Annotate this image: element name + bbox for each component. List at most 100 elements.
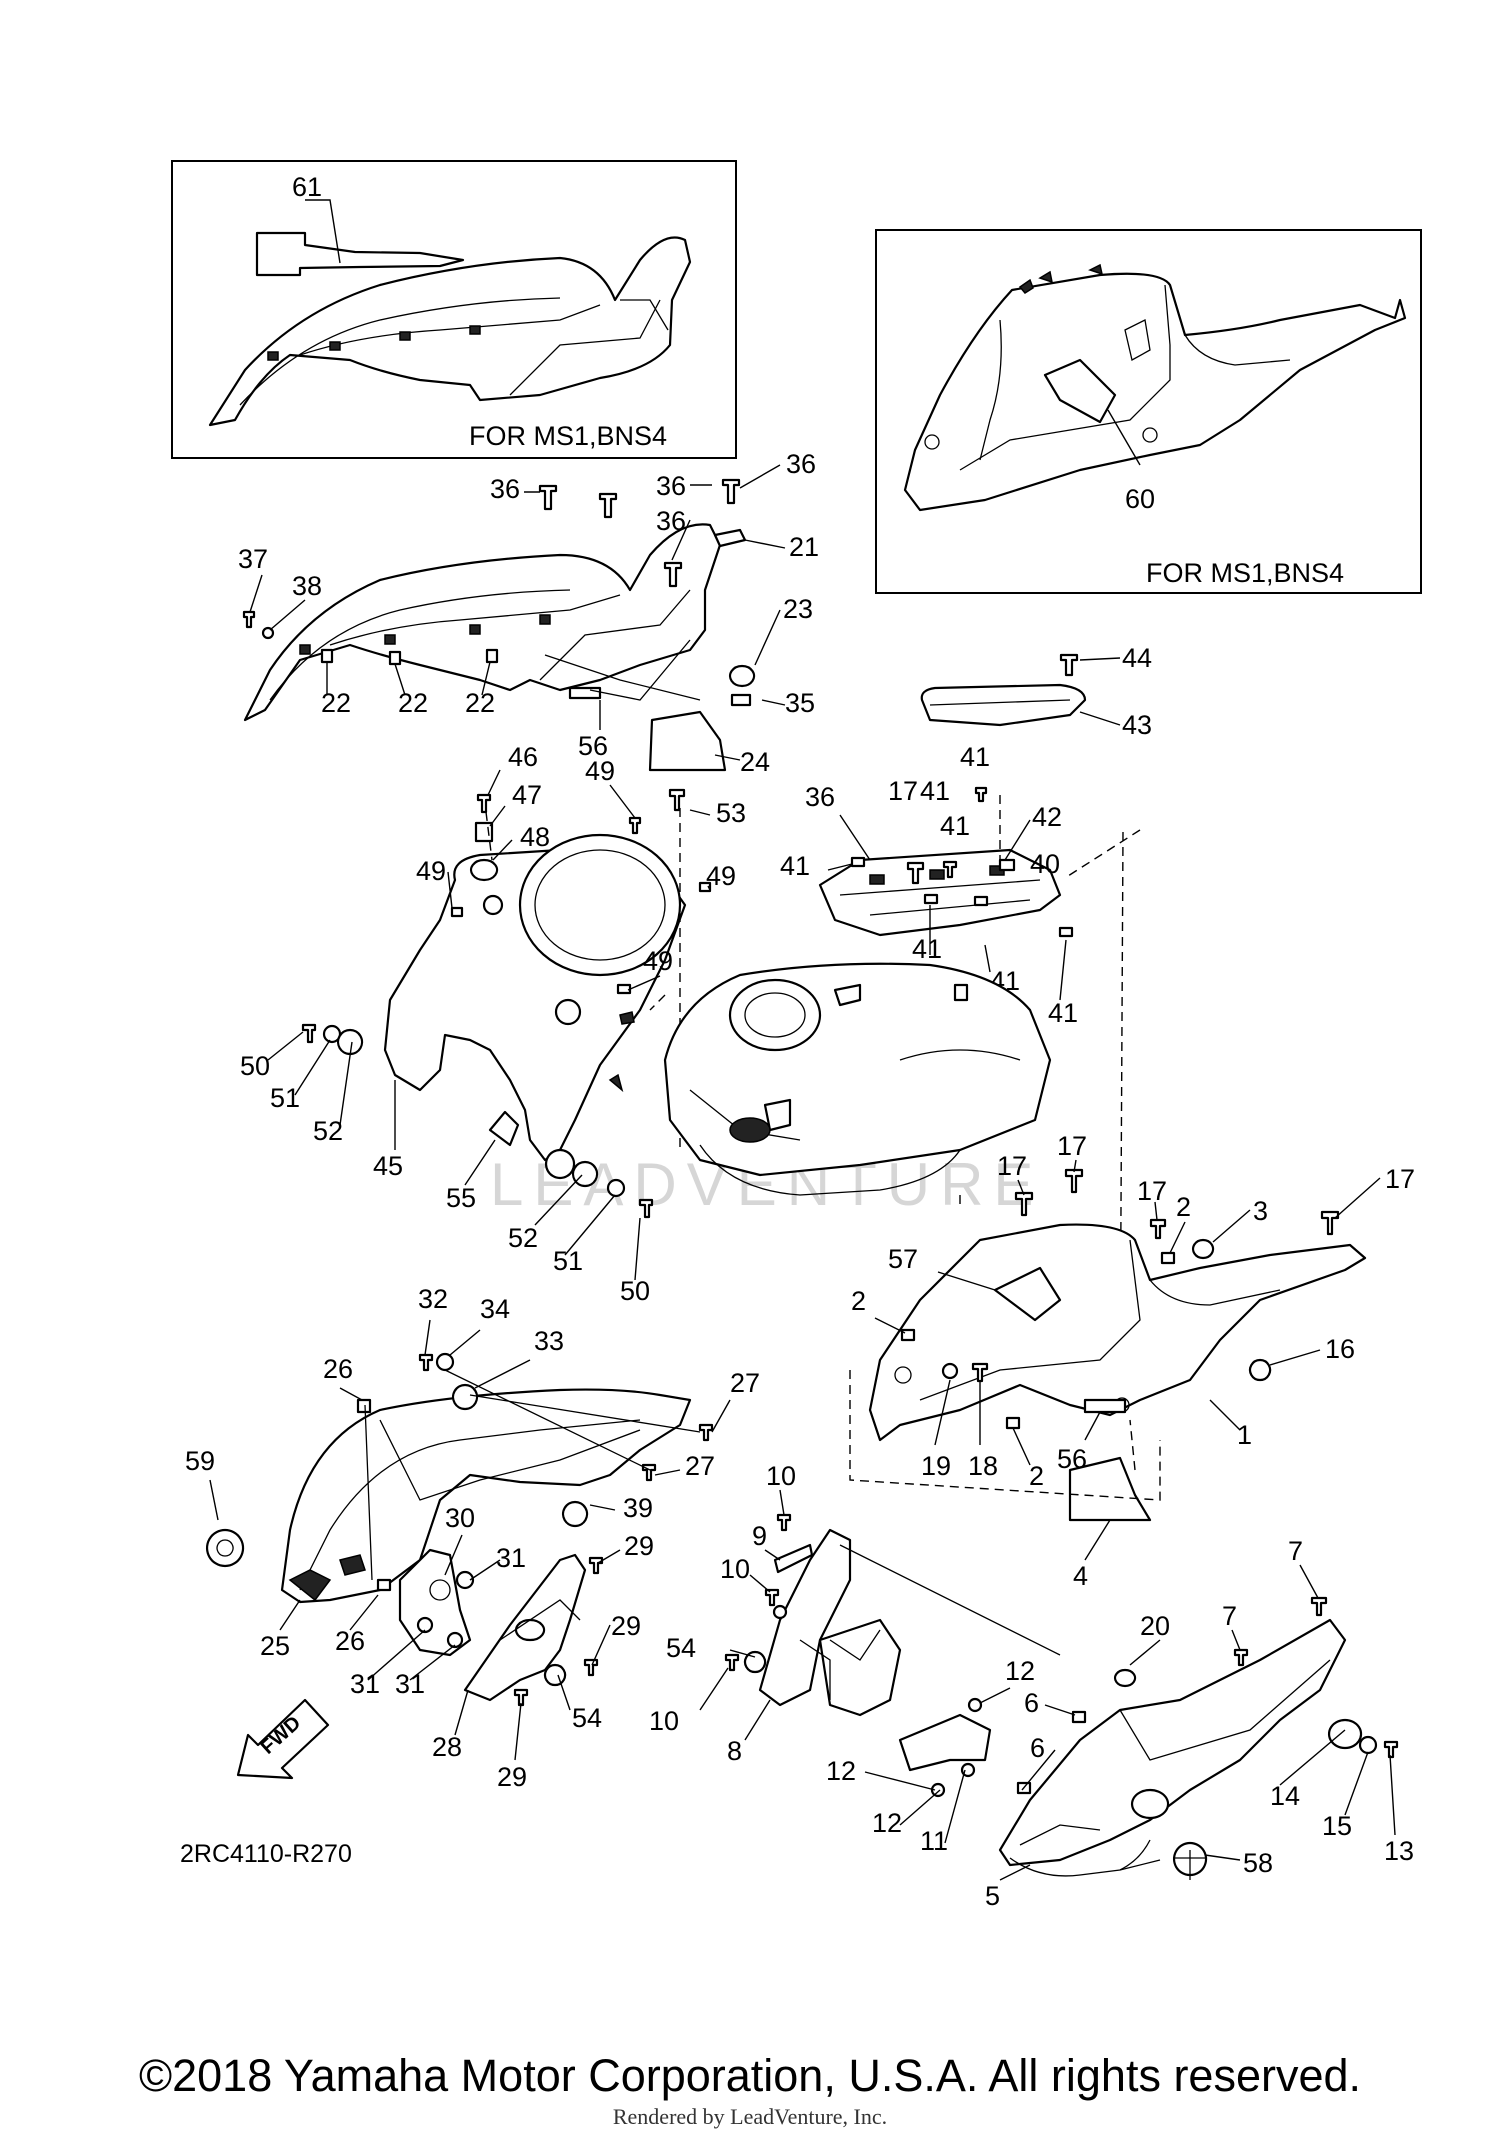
callout-34: 34	[480, 1294, 510, 1324]
callout-3: 3	[1253, 1196, 1268, 1226]
callout-12b: 12	[826, 1756, 856, 1786]
callout-41a: 41	[960, 742, 990, 772]
callout-31c: 31	[395, 1669, 425, 1699]
callout-36a: 36	[490, 474, 520, 504]
callout-2b: 2	[851, 1286, 866, 1316]
callout-16: 16	[1325, 1334, 1355, 1364]
lower-cowl-left-25	[205, 1352, 714, 1604]
leader-lines-tank	[267, 769, 711, 1281]
callout-2a: 2	[1176, 1192, 1191, 1222]
callout-7a: 7	[1288, 1536, 1303, 1566]
callout-58: 58	[1243, 1848, 1273, 1878]
callout-35: 35	[785, 688, 815, 718]
callout-55: 55	[446, 1183, 476, 1213]
callout-31a: 31	[496, 1543, 526, 1573]
callout-32: 32	[418, 1284, 448, 1314]
callout-48: 48	[520, 822, 550, 852]
callout-28: 28	[432, 1732, 462, 1762]
callout-47: 47	[512, 780, 542, 810]
inset-right-side-cover	[903, 263, 1407, 512]
callout-60: 60	[1125, 484, 1155, 514]
callout-41c: 41	[940, 811, 970, 841]
callout-22b: 22	[398, 688, 428, 718]
callout-10c: 10	[649, 1706, 679, 1736]
diagram-code: 2RC4110-R270	[180, 1840, 352, 1868]
callout-33: 33	[534, 1326, 564, 1356]
callout-36b: 36	[656, 471, 686, 501]
callout-17d: 17	[1137, 1176, 1167, 1206]
callout-43: 43	[1122, 710, 1152, 740]
center-bracket-8	[724, 1513, 1061, 1717]
callout-50b: 50	[620, 1276, 650, 1306]
seat-bracket-assembly	[818, 653, 1141, 1396]
callout-15: 15	[1322, 1811, 1352, 1841]
callout-52b: 52	[508, 1223, 538, 1253]
callout-7b: 7	[1222, 1601, 1237, 1631]
callout-41e: 41	[912, 934, 942, 964]
callout-5: 5	[985, 1881, 1000, 1911]
tank-cover-hardware	[301, 788, 712, 1219]
rendered-by-text: Rendered by LeadVenture, Inc.	[612, 2104, 888, 2129]
callout-14: 14	[1270, 1781, 1300, 1811]
callout-27b: 27	[685, 1451, 715, 1481]
side-cover-1	[849, 1168, 1367, 1522]
callout-2c: 2	[1029, 1461, 1044, 1491]
callout-36d: 36	[786, 449, 816, 479]
callout-17e: 17	[1385, 1164, 1415, 1194]
fuel-tank	[663, 962, 1052, 1196]
lower-cowl-right-5	[898, 1596, 1399, 1880]
callout-27a: 27	[730, 1368, 760, 1398]
callout-23: 23	[783, 594, 813, 624]
callout-49d: 49	[643, 946, 673, 976]
callout-17a: 17	[888, 776, 918, 806]
callout-21: 21	[789, 532, 819, 562]
callout-49c: 49	[706, 861, 736, 891]
callout-42: 42	[1032, 802, 1062, 832]
screw-36-group	[538, 478, 741, 588]
callout-26a: 26	[323, 1354, 353, 1384]
callout-56a: 56	[578, 731, 608, 761]
callout-12c: 12	[872, 1808, 902, 1838]
callout-17c: 17	[1057, 1131, 1087, 1161]
callout-6a: 6	[1024, 1688, 1039, 1718]
copyright-text: ©2018 Yamaha Motor Corporation, U.S.A. A…	[138, 2050, 1362, 2101]
callout-36e: 36	[805, 782, 835, 812]
callout-22a: 22	[321, 688, 351, 718]
inset-right-note: FOR MS1,BNS4	[1146, 558, 1344, 588]
callout-9: 9	[752, 1521, 767, 1551]
callout-20: 20	[1140, 1611, 1170, 1641]
leader-lines-cowl-right	[864, 1564, 1396, 1881]
inset-right: 60 FOR MS1,BNS4	[875, 229, 1422, 594]
callout-56b: 56	[1057, 1444, 1087, 1474]
leader-lines-side	[874, 1159, 1381, 1561]
callout-24: 24	[740, 747, 770, 777]
inset-left-decal-61	[255, 199, 465, 277]
callout-37: 37	[238, 544, 268, 574]
callout-45: 45	[373, 1151, 403, 1181]
tank-cover-45	[383, 833, 687, 1180]
leader-lines-upper	[249, 464, 786, 761]
leader-lines-cowl-left	[209, 1319, 731, 1631]
callout-10b: 10	[720, 1554, 750, 1584]
callout-6b: 6	[1030, 1733, 1045, 1763]
callout-17b: 17	[997, 1151, 1027, 1181]
callout-53: 53	[716, 798, 746, 828]
callout-25: 25	[260, 1631, 290, 1661]
inner-panels	[398, 1548, 604, 1707]
inset-left-frame	[171, 160, 737, 459]
callout-40: 40	[1030, 849, 1060, 879]
callout-18: 18	[968, 1451, 998, 1481]
inset-left-side-cover	[208, 236, 692, 427]
callout-59: 59	[185, 1446, 215, 1476]
callout-10a: 10	[766, 1461, 796, 1491]
inset-left-note: FOR MS1,BNS4	[469, 421, 667, 451]
callout-61: 61	[292, 172, 322, 202]
callout-54b: 54	[666, 1633, 696, 1663]
callout-57: 57	[888, 1244, 918, 1274]
callout-49a: 49	[585, 756, 615, 786]
forward-arrow: FWD	[236, 1698, 330, 1780]
callout-26b: 26	[335, 1626, 365, 1656]
callout-29a: 29	[624, 1531, 654, 1561]
callout-29c: 29	[497, 1762, 527, 1792]
